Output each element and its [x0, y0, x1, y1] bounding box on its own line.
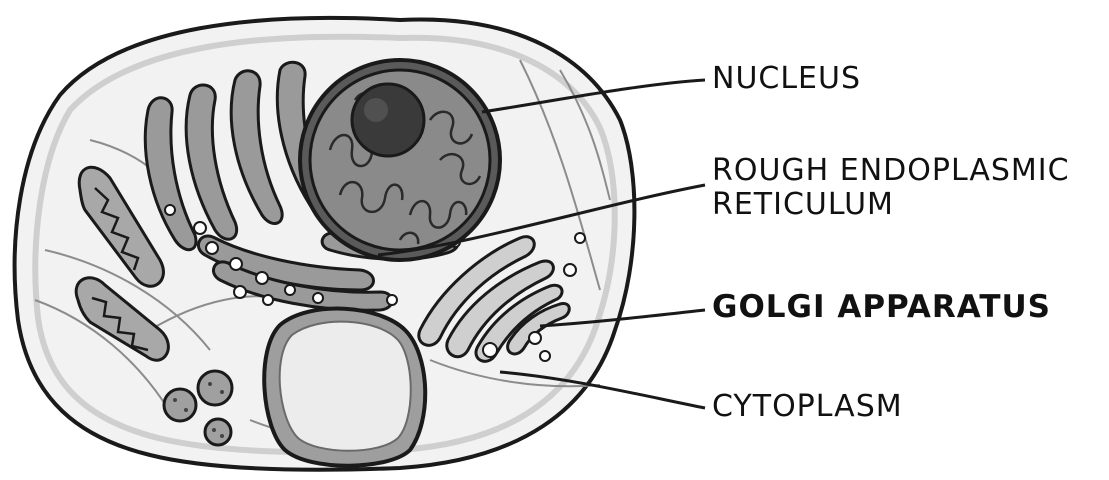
vacuole [264, 309, 425, 466]
label-golgi-apparatus: GOLGI APPARATUS [712, 290, 1051, 324]
label-cytoplasm: CYTOPLASM [712, 390, 903, 424]
nucleus [300, 60, 500, 260]
label-rough-er-line1: ROUGH ENDOPLASMIC [712, 154, 1070, 188]
label-nucleus: NUCLEUS [712, 62, 861, 96]
label-rough-er: ROUGH ENDOPLASMIC RETICULUM [712, 154, 1070, 222]
label-rough-er-line2: RETICULUM [712, 188, 1070, 222]
nucleolus [352, 84, 424, 156]
